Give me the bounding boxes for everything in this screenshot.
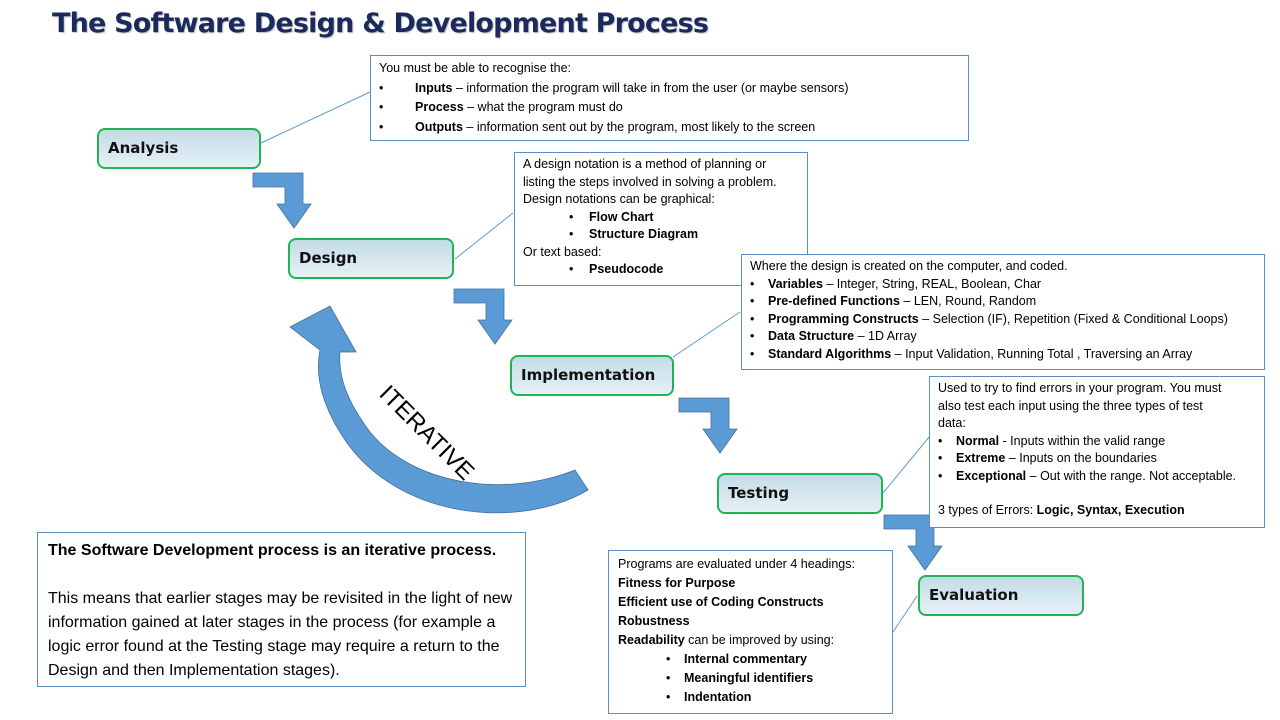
connector-evaluation bbox=[892, 595, 918, 633]
spacer bbox=[938, 485, 1256, 502]
note-heading: The Software Development process is an i… bbox=[48, 542, 497, 559]
list-item: •Pre-defined Functions – LEN, Round, Ran… bbox=[750, 294, 1037, 308]
list-item: •Standard Algorithms – Input Validation,… bbox=[750, 346, 1193, 361]
evaluation-info-box: Programs are evaluated under 4 headings:… bbox=[608, 550, 893, 714]
bent-arrow-design-implementation-icon bbox=[453, 288, 513, 345]
list-item: •Process – what the program must do bbox=[379, 100, 623, 114]
connector-analysis bbox=[260, 91, 371, 144]
spacer bbox=[48, 563, 515, 587]
testing-text: also test each input using the three typ… bbox=[938, 398, 1203, 413]
list-item: •Structure Diagram bbox=[569, 227, 699, 241]
list-item: •Variables – Integer, String, REAL, Bool… bbox=[750, 276, 1042, 291]
stage-implementation[interactable]: Implementation bbox=[510, 355, 674, 396]
stage-label: Analysis bbox=[108, 139, 179, 157]
list-item: •Internal commentary bbox=[666, 652, 807, 666]
evaluation-intro: Programs are evaluated under 4 headings: bbox=[618, 557, 855, 571]
error-types: 3 types of Errors: Logic, Syntax, Execut… bbox=[938, 503, 1185, 517]
implementation-info-box: Where the design is created on the compu… bbox=[741, 254, 1265, 370]
connector-testing bbox=[882, 435, 931, 494]
analysis-info-box: You must be able to recognise the: •Inpu… bbox=[370, 55, 969, 141]
bent-arrow-testing-evaluation-icon bbox=[883, 514, 943, 571]
iterative-note-box: The Software Development process is an i… bbox=[37, 532, 526, 687]
list-item: •Data Structure – 1D Array bbox=[750, 329, 917, 343]
stage-testing[interactable]: Testing bbox=[717, 473, 883, 514]
stage-label: Implementation bbox=[521, 366, 656, 384]
connector-design bbox=[454, 212, 514, 260]
evaluation-heading: Efficient use of Coding Constructs bbox=[618, 595, 824, 609]
iterative-curved-arrow-icon bbox=[289, 305, 589, 514]
stage-analysis[interactable]: Analysis bbox=[97, 128, 261, 169]
list-item: •Meaningful identifiers bbox=[666, 671, 814, 685]
connector-implementation bbox=[672, 311, 741, 358]
evaluation-heading: Fitness for Purpose bbox=[618, 576, 736, 590]
analysis-intro: You must be able to recognise the: bbox=[379, 61, 572, 75]
testing-text: Used to try to find errors in your progr… bbox=[938, 381, 1222, 395]
design-text: A design notation is a method of plannin… bbox=[523, 157, 767, 171]
list-item: •Indentation bbox=[666, 690, 752, 704]
stage-label: Testing bbox=[728, 484, 790, 502]
stage-design[interactable]: Design bbox=[288, 238, 454, 279]
list-item: •Extreme – Inputs on the boundaries bbox=[938, 451, 1157, 465]
list-item: •Exceptional – Out with the range. Not a… bbox=[938, 468, 1237, 483]
page-title: The Software Design & Development Proces… bbox=[52, 8, 709, 39]
stage-evaluation[interactable]: Evaluation bbox=[918, 575, 1084, 616]
evaluation-heading: Robustness bbox=[618, 614, 690, 628]
list-item: •Inputs – information the program will t… bbox=[379, 80, 849, 95]
note-body: This means that earlier stages may be re… bbox=[48, 590, 513, 679]
bent-arrow-analysis-design-icon bbox=[252, 172, 312, 229]
design-text: Or text based: bbox=[523, 244, 602, 259]
list-item: •Pseudocode bbox=[569, 262, 664, 276]
design-text: Design notations can be graphical: bbox=[523, 192, 715, 206]
bent-arrow-implementation-testing-icon bbox=[678, 397, 738, 454]
list-item: •Normal - Inputs within the valid range bbox=[938, 433, 1166, 448]
list-item: •Programming Constructs – Selection (IF)… bbox=[750, 311, 1228, 326]
design-text: listing the steps involved in solving a … bbox=[523, 174, 777, 189]
list-item: •Outputs – information sent out by the p… bbox=[379, 119, 816, 134]
testing-info-box: Used to try to find errors in your progr… bbox=[929, 376, 1265, 528]
list-item: •Flow Chart bbox=[569, 209, 654, 224]
implementation-intro: Where the design is created on the compu… bbox=[750, 259, 1068, 273]
testing-text: data: bbox=[938, 416, 966, 430]
stage-label: Evaluation bbox=[929, 586, 1019, 604]
stage-label: Design bbox=[299, 249, 358, 267]
evaluation-heading: Readability can be improved by using: bbox=[618, 633, 835, 647]
